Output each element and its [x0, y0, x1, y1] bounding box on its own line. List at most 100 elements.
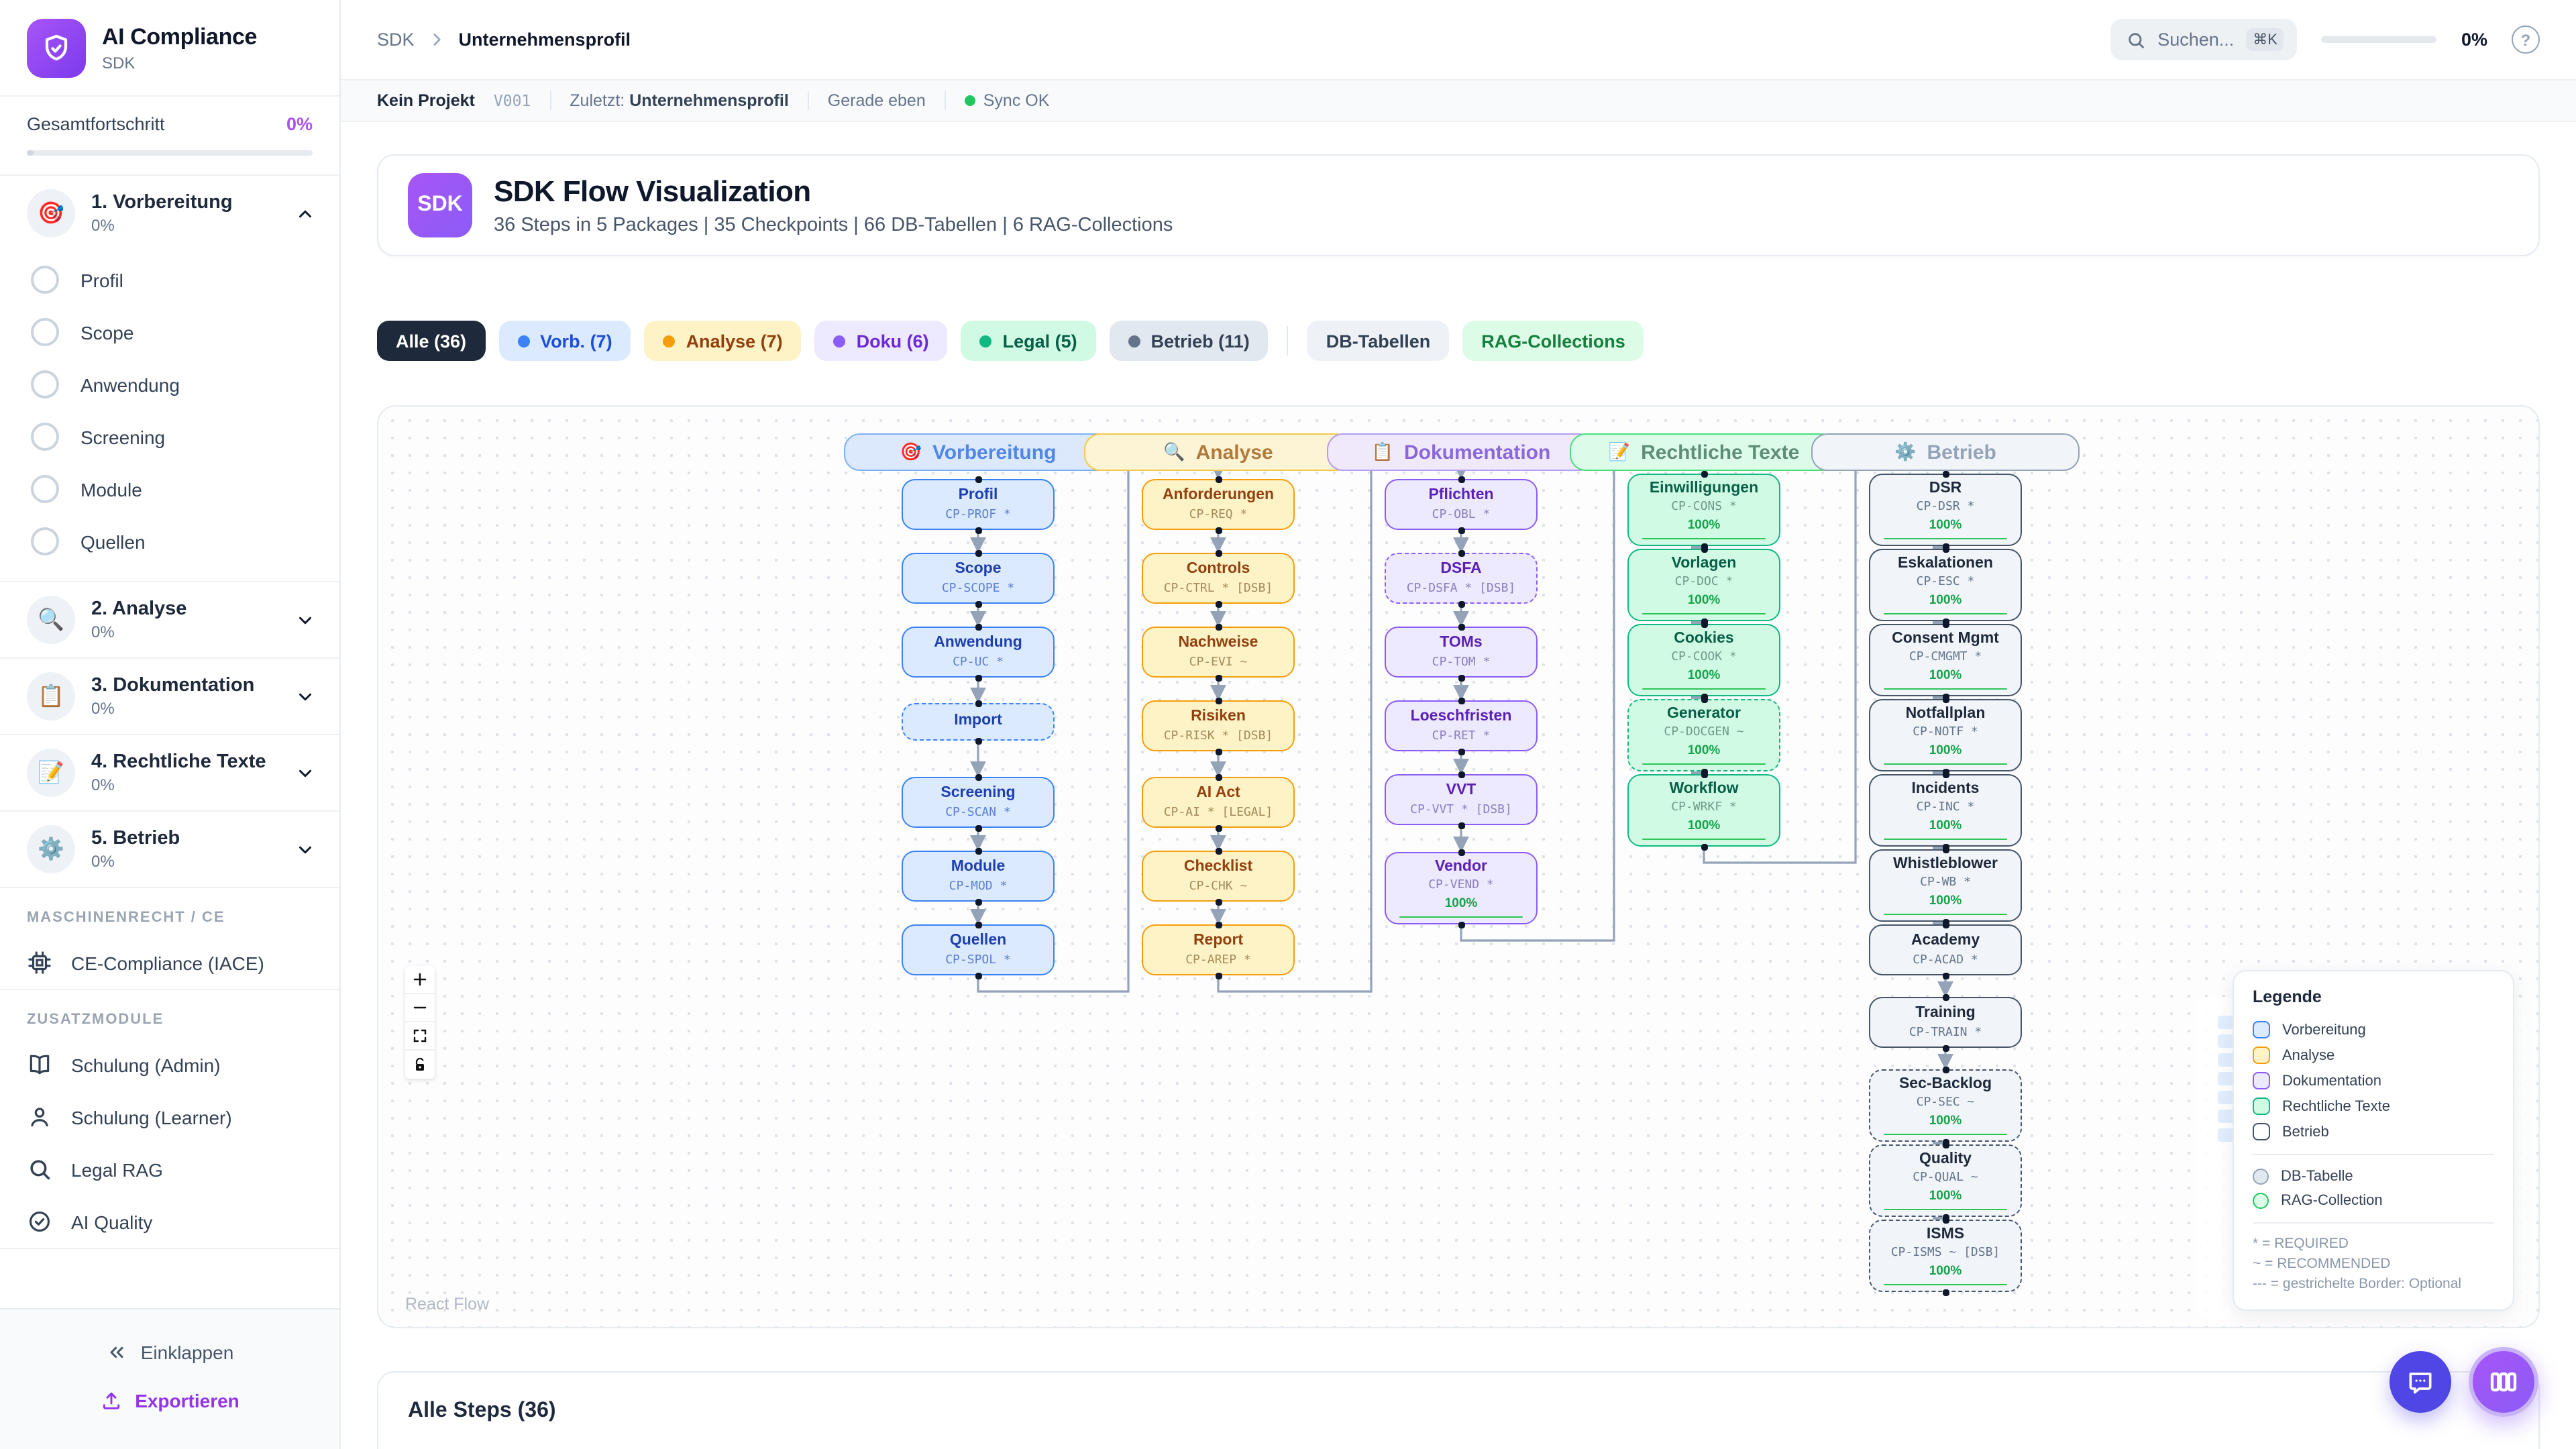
flow-package-header-dokumentation[interactable]: 📋Dokumentation [1327, 433, 1595, 471]
node-code: CP-TOM * [1432, 655, 1491, 669]
node-title: Vendor [1435, 859, 1487, 875]
search-input[interactable]: Suchen... ⌘K [2110, 19, 2298, 60]
flow-package-header-rechtliche-texte[interactable]: 📝Rechtliche Texte [1570, 433, 1838, 471]
chat-fab-button[interactable] [2390, 1351, 2451, 1413]
node-progress-value: 100% [1687, 593, 1721, 608]
section-progress: 0% [91, 623, 115, 641]
sidebar-item-schulung-learner[interactable]: Schulung (Learner) [0, 1091, 339, 1143]
node-handle [1458, 527, 1464, 533]
flow-package-header-analyse[interactable]: 🔍Analyse [1084, 433, 1352, 471]
node-handle [1215, 748, 1222, 755]
sidebar-item-ce-compliance-iace[interactable]: CE-Compliance (IACE) [0, 936, 339, 989]
zoom-in-button[interactable] [405, 966, 435, 994]
sidebar-item-legal-rag[interactable]: Legal RAG [0, 1143, 339, 1195]
breadcrumb-root[interactable]: SDK [377, 30, 415, 50]
filter-chip-rag-collections[interactable]: RAG-Collections [1462, 321, 1644, 361]
flow-package-header-vorbereitung[interactable]: 🎯Vorbereitung [844, 433, 1112, 471]
radio-circle-icon [31, 475, 59, 503]
topbar: SDK Unternehmensprofil Suchen... ⌘K 0% ? [341, 0, 2576, 79]
sidebar-item-anwendung[interactable]: Anwendung [0, 358, 339, 411]
filter-chip-legal-5[interactable]: Legal (5) [961, 321, 1096, 361]
flow-node-import[interactable]: Import [902, 703, 1055, 741]
help-icon[interactable]: ? [2512, 25, 2540, 54]
section-emoji-icon: 🔍 [27, 596, 75, 644]
node-code: CP-WB * [1920, 876, 1971, 890]
filter-chip-analyse-7[interactable]: Analyse (7) [644, 321, 802, 361]
filter-chip-alle-36[interactable]: Alle (36) [377, 321, 486, 361]
flow-package-header-betrieb[interactable]: ⚙️Betrieb [1811, 433, 2080, 471]
columns-fab-button[interactable] [2469, 1347, 2538, 1417]
sidebar-item-module[interactable]: Module [0, 463, 339, 515]
node-handle [1215, 847, 1222, 854]
filter-chip-betrieb-11[interactable]: Betrieb (11) [1109, 321, 1269, 361]
collapse-sidebar-button[interactable]: Einklappen [0, 1328, 339, 1377]
node-title: AI Act [1196, 785, 1240, 802]
chevron-down-icon [295, 763, 315, 783]
sidebar-section-4[interactable]: 📝 4. Rechtliche Texte 0% [0, 735, 339, 810]
radio-circle-icon [31, 318, 59, 346]
sidebar-item-ai-quality[interactable]: AI Quality [0, 1195, 339, 1248]
zoom-out-button[interactable] [405, 994, 435, 1022]
node-progress-value: 100% [1929, 1114, 1962, 1129]
export-button[interactable]: Exportieren [0, 1377, 339, 1425]
sidebar-section-5[interactable]: ⚙️ 5. Betrieb 0% [0, 812, 339, 887]
filter-chip-doku-6[interactable]: Doku (6) [814, 321, 948, 361]
sidebar-item-schulung-admin[interactable]: Schulung (Admin) [0, 1038, 339, 1091]
filter-chip-db-tabellen[interactable]: DB-Tabellen [1307, 321, 1450, 361]
filter-chip-vorb-7[interactable]: Vorb. (7) [498, 321, 631, 361]
node-code: CP-PROF * [945, 508, 1011, 522]
sidebar-item-quellen[interactable]: Quellen [0, 515, 339, 568]
node-code: CP-INC * [1916, 801, 1975, 815]
divider [0, 810, 339, 812]
sidebar-section-3[interactable]: 📋 3. Dokumentation 0% [0, 659, 339, 734]
sidebar-item-screening[interactable]: Screening [0, 411, 339, 463]
sidebar-item-scope[interactable]: Scope [0, 306, 339, 358]
node-title: Eskalationen [1898, 555, 1993, 572]
sidebar-section-2[interactable]: 🔍 2. Analyse 0% [0, 582, 339, 657]
node-title: Academy [1911, 932, 1980, 949]
fit-view-button[interactable] [405, 1022, 435, 1051]
sidebar-item-profil[interactable]: Profil [0, 254, 339, 306]
header-progress-value: 0% [2461, 30, 2487, 50]
chip-label: Legal (5) [1002, 331, 1077, 351]
lock-toggle-button[interactable] [405, 1051, 435, 1079]
sidebar-section-1[interactable]: 🎯 1. Vorbereitung 0% [0, 176, 339, 251]
breadcrumb: SDK Unternehmensprofil [377, 30, 631, 50]
